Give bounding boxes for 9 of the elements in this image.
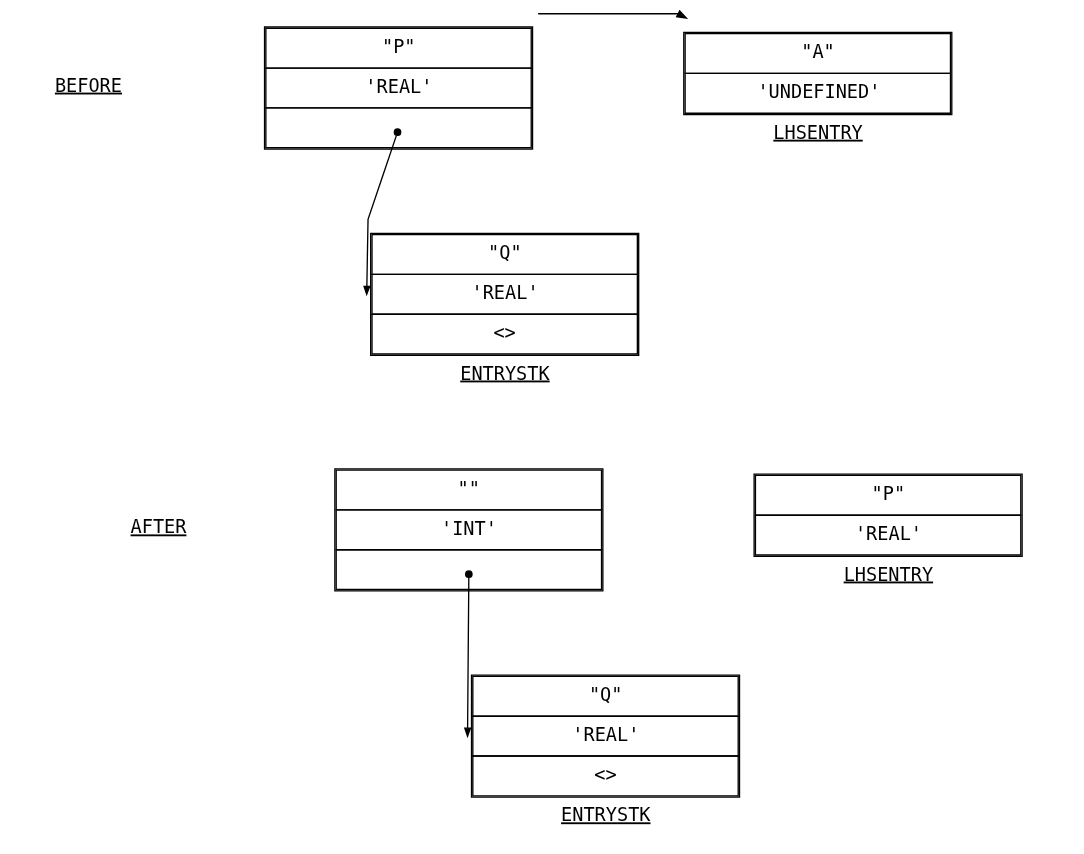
node-label: ENTRYSTK [459, 362, 550, 384]
label: AFTER [130, 516, 186, 538]
node-label: LHSENTRY [843, 563, 933, 585]
arrow [463, 570, 473, 739]
arrow [537, 9, 688, 20]
node-label: ENTRYSTK [560, 804, 650, 826]
label: BEFORE [54, 74, 122, 96]
node-label: LHSENTRY [772, 121, 863, 143]
arrow [362, 128, 401, 297]
